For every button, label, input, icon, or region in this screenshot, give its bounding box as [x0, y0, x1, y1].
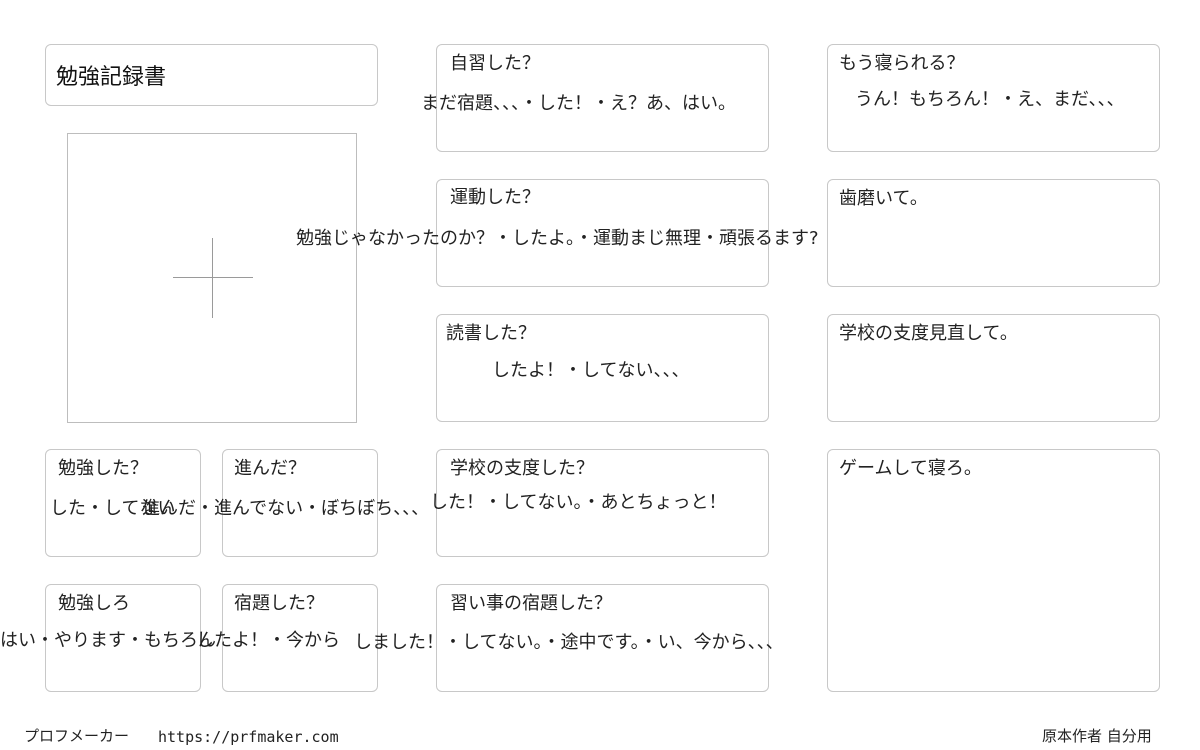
plus-icon[interactable] [173, 277, 253, 278]
card-undou-label: 運動した？ [450, 187, 540, 208]
card-susunda-answer[interactable]: 進んだ・進んでない・ぼちぼち、、、 [142, 498, 430, 519]
card-shukudai-label: 宿題した？ [234, 593, 324, 614]
footer-brand: プロフメーカー [24, 727, 130, 745]
footer-author: 原本作者 自分用 [1042, 727, 1152, 745]
card-naraigoto-label: 習い事の宿題した？ [450, 593, 612, 614]
card-game-label: ゲームして寝ろ。 [839, 458, 982, 479]
card-benkyou-answer[interactable]: した・してない [50, 498, 176, 519]
card-mitoshi [827, 314, 1160, 422]
card-jishu-label: 自習した？ [450, 53, 540, 74]
card-dokusho [436, 314, 769, 422]
card-mitoshi-label: 学校の支度見直して。 [839, 323, 1018, 344]
card-neru [827, 44, 1160, 152]
page-title: 勉強記録書 [56, 65, 167, 90]
card-susunda-label: 進んだ？ [234, 458, 306, 479]
card-susunda [222, 449, 378, 557]
card-undou [436, 179, 769, 287]
card-shitaku-answer[interactable]: した！・してない。・あとちょっと！ [430, 492, 727, 513]
card-dokusho-answer[interactable]: したよ！・してない、、、 [492, 360, 690, 381]
card-shukudai-answer[interactable]: したよ！・今から [196, 630, 340, 651]
card-undou-answer[interactable]: 勉強じゃなかったのか？・したよ。・運動まじ無理・頑張るます? [296, 228, 819, 249]
card-neru-label: もう寝られる？ [839, 53, 965, 74]
card-neru-answer[interactable]: うん！もちろん！・え、まだ、、、 [855, 89, 1125, 110]
card-hamigaki-label: 歯磨いて。 [839, 188, 928, 209]
plus-icon-vertical[interactable] [212, 238, 213, 318]
card-jishu [436, 44, 769, 152]
card-shukudai [222, 584, 378, 692]
card-shitaku-label: 学校の支度した？ [450, 458, 594, 479]
card-shitaku [436, 449, 769, 557]
card-naraigoto [436, 584, 769, 692]
card-benkyoushiro-answer[interactable]: はい・やります・もちろん [0, 630, 216, 651]
card-benkyoushiro-label: 勉強しろ [58, 593, 130, 614]
card-dokusho-label: 読書した？ [446, 323, 536, 344]
card-benkyou-label: 勉強した？ [58, 458, 148, 479]
card-hamigaki [827, 179, 1160, 287]
card-naraigoto-answer[interactable]: しました！・してない。・途中です。・い、今から、、、 [354, 632, 784, 653]
card-benkyou [45, 449, 201, 557]
card-benkyoushiro [45, 584, 201, 692]
footer-url[interactable]: https://prfmaker.com [158, 728, 339, 746]
title-card [45, 44, 378, 106]
card-jishu-answer[interactable]: まだ宿題、、、・した！・え？あ、はい。 [421, 93, 736, 114]
card-game [827, 449, 1160, 692]
